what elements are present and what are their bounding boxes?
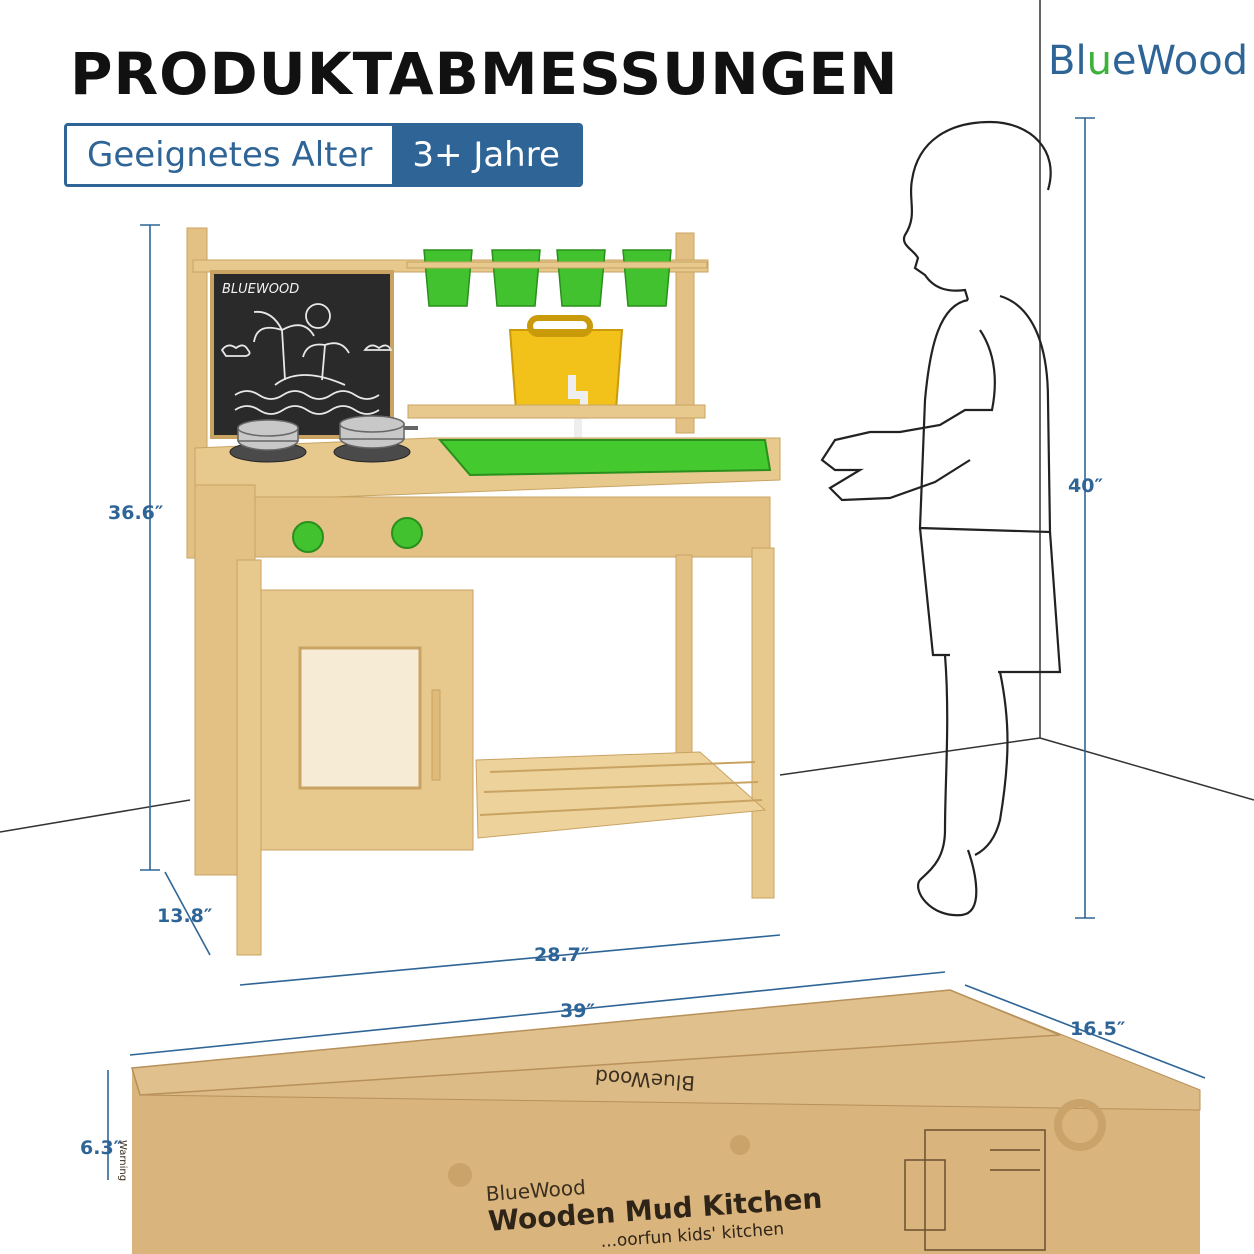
dim-product-width: 28.7″ bbox=[534, 944, 590, 966]
chalkboard-text: BLUEWOOD bbox=[222, 282, 299, 297]
age-value: 3+ Jahre bbox=[392, 126, 580, 184]
dim-box-depth: 16.5″ bbox=[1070, 1018, 1126, 1040]
age-label: Geeignetes Alter bbox=[67, 126, 393, 184]
chalkboard bbox=[210, 270, 394, 439]
knob-right bbox=[391, 517, 423, 549]
dim-box-length: 39″ bbox=[560, 1000, 595, 1022]
dim-product-depth: 13.8″ bbox=[157, 905, 213, 927]
age-badge: Geeignetes Alter 3+ Jahre bbox=[64, 123, 583, 187]
green-sink bbox=[437, 439, 772, 477]
dim-product-height: 36.6″ bbox=[108, 502, 164, 524]
dim-box-height: 6.3″ bbox=[80, 1137, 123, 1159]
dim-child-height: 40″ bbox=[1068, 475, 1103, 497]
green-cups bbox=[423, 249, 672, 307]
mud-kitchen: BLUEWOOD bbox=[186, 227, 781, 956]
box-warning: Warning bbox=[117, 1140, 128, 1182]
shipping-box bbox=[131, 989, 1201, 1254]
brand-logo: BlueWood bbox=[1048, 38, 1249, 84]
pots bbox=[237, 415, 418, 451]
child-silhouette bbox=[820, 120, 1062, 917]
page-title: PRODUKTABMESSUNGEN bbox=[70, 40, 899, 108]
knob-left bbox=[292, 521, 324, 553]
water-tank bbox=[508, 329, 624, 411]
